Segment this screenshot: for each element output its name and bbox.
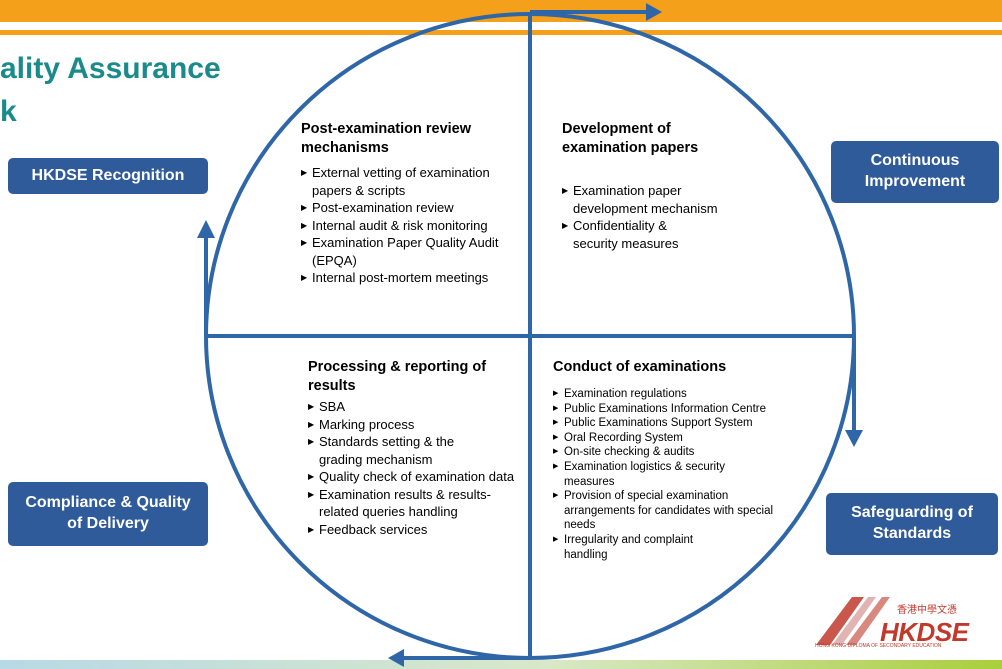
arrow-bottom [388,649,530,667]
top-orange-bar [0,0,1002,22]
hkdse-logo [812,585,988,653]
list-item: Examination Paper Quality Audit (EPQA) [301,234,523,269]
list-item: Examination paper development mechanism [562,182,742,217]
list-item: Provision of special examination arrange… [553,489,779,533]
list-item: SBA [308,398,518,416]
list-item: Oral Recording System [553,431,803,446]
quadrant-conduct-exams: Conduct of examinations Examination regu… [553,358,803,562]
quadrant-heading: Development of examination papers [562,121,699,156]
list-item: Standards setting & the grading mechanis… [308,433,479,468]
hkdse-logo-mark [816,597,890,645]
arrow-right [845,336,863,447]
list-item: Public Examinations Support System [553,416,803,431]
compliance-box: Compliance & Quality of Delivery [8,482,208,546]
safeguarding-box: Safeguarding of Standards [826,493,998,555]
bottom-gradient-bar [0,660,1002,669]
top-orange-line [0,30,1002,35]
quadrant-heading: Processing & reporting of results [308,359,487,394]
list-item: Marking process [308,416,518,434]
slide-title-line1: ality Assurance [0,52,221,85]
quadrant-heading: Post-examination review mechanisms [301,121,472,156]
list-item: Feedback services [308,521,518,539]
quadrant-post-exam-review: Post-examination review mechanisms Exter… [301,120,523,287]
slide-title-line2: k [0,95,17,128]
list-item: External vetting of examination papers &… [301,164,523,199]
list-item: Confidentiality & security measures [562,217,698,252]
quadrant-processing-results: Processing & reporting of results SBA Ma… [308,358,518,538]
continuous-improvement-label: Continuous Improvement [864,152,966,190]
quadrant-heading: Conduct of examinations [553,359,727,375]
list-item: Public Examinations Information Centre [553,402,803,417]
arrow-left [197,220,215,336]
continuous-improvement-box: Continuous Improvement [831,141,999,203]
list-item: Examination regulations [553,387,803,402]
list-item: Internal audit & risk monitoring [301,217,523,235]
quadrant-development-papers: Development of examination papers Examin… [562,120,742,252]
list-item: Post-examination review [301,199,523,217]
hkdse-recognition-label: HKDSE Recognition [31,166,185,184]
hkdse-logo-text: HKDSE [880,617,969,647]
list-item: Examination logistics & security measure… [553,460,764,489]
compliance-label: Compliance & Quality of Delivery [25,494,191,532]
hkdse-recognition-box: HKDSE Recognition [8,158,208,194]
hkdse-logo-subtitle: HONG KONG DIPLOMA OF SECONDARY EDUCATION [815,643,942,649]
list-item: Internal post-mortem meetings [301,269,523,287]
list-item: Examination results & results-related qu… [308,486,518,521]
list-item: Quality check of examination data [308,468,518,486]
safeguarding-label: Safeguarding of Standards [851,504,973,542]
arrow-top [530,3,662,21]
list-item: On-site checking & audits [553,445,803,460]
list-item: Irregularity and complaint handling [553,533,739,562]
hkdse-logo-chinese: 香港中學文憑 [897,605,957,616]
